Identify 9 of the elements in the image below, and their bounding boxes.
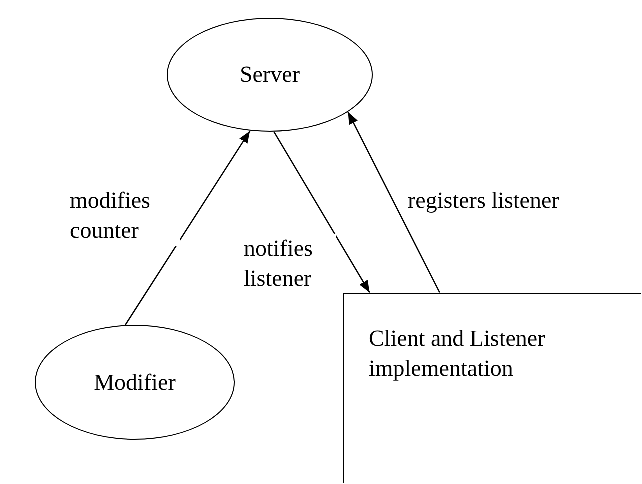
process-box: [343, 293, 641, 483]
ellipse-node: [167, 18, 373, 132]
node-label: Modifier: [94, 368, 176, 396]
node-label: Client and Listener implementation: [369, 325, 546, 383]
ellipse-node: [35, 325, 235, 440]
node-label: Server: [240, 61, 300, 89]
arrow: [348, 112, 440, 294]
arrow: [125, 130, 251, 326]
arrow: [274, 132, 370, 294]
